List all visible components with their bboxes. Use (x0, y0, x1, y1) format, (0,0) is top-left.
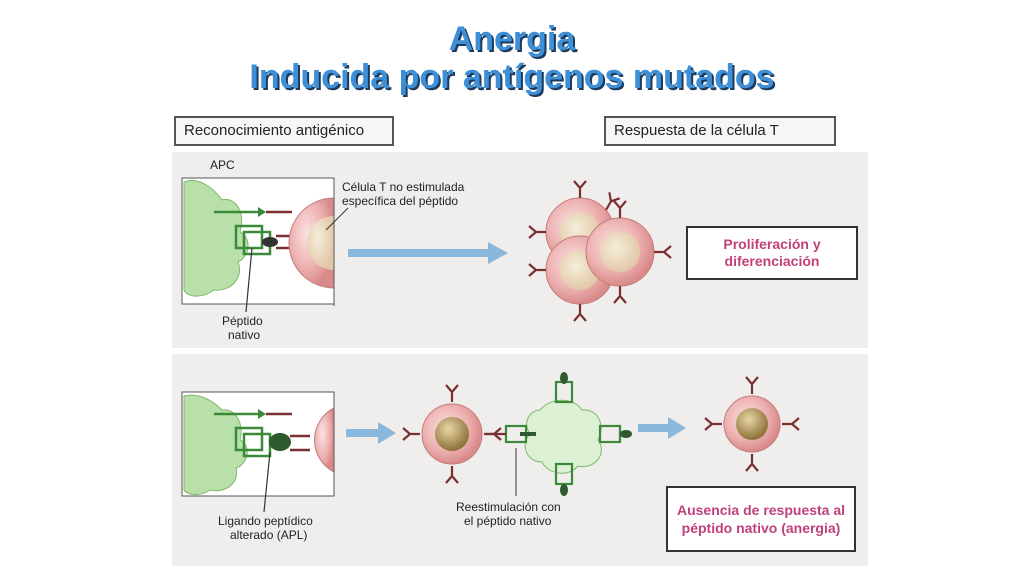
header-recognition: Reconocimiento antigénico (174, 116, 394, 146)
result-proliferation-box: Proliferación y diferenciación (686, 226, 858, 280)
t-cell-top-left (288, 180, 349, 306)
apc-cell-bottom (181, 391, 335, 497)
arrow-bottom-1 (346, 422, 396, 444)
result-bottom-line-2: péptido nativo (anergia) (681, 520, 841, 536)
restimulation-apc (486, 372, 632, 496)
result-top-line-1: Proliferación y (723, 236, 821, 252)
header-response: Respuesta de la célula T (604, 116, 836, 146)
arrow-bottom-2 (638, 417, 686, 439)
restim-label-line-2: el péptido nativo (464, 514, 552, 528)
title-line-1: Anergia (448, 20, 576, 58)
tcell-label-line-1: Célula T no estimulada (342, 180, 465, 194)
altered-peptide-ligand-marker (263, 433, 291, 513)
apl-label-line-1: Ligando peptídico (218, 514, 313, 528)
peptide-label-line-1: Péptido (222, 314, 263, 328)
title-line-2: Inducida por antígenos mutados (249, 58, 775, 96)
result-anergy-box: Ausencia de respuesta al péptido nativo … (666, 486, 856, 552)
t-cell-bottom-left (313, 392, 335, 496)
anergic-t-cell-2 (703, 375, 801, 473)
arrow-top (348, 242, 508, 264)
result-bottom-line-1: Ausencia de respuesta al (676, 502, 846, 518)
proliferating-t-cells (527, 179, 673, 323)
apl-label-line-2: alterado (APL) (230, 528, 308, 542)
tcr-complex-top (214, 207, 300, 256)
restim-label-line-1: Reestimulación con (456, 500, 561, 514)
apc-label: APC (210, 158, 235, 172)
native-peptide-marker (245, 237, 278, 313)
result-top-line-2: diferenciación (724, 253, 820, 269)
peptide-label-line-2: nativo (228, 328, 261, 342)
anergic-t-cell-1 (401, 383, 503, 485)
tcell-label-line-2: específica del péptido (342, 194, 459, 208)
